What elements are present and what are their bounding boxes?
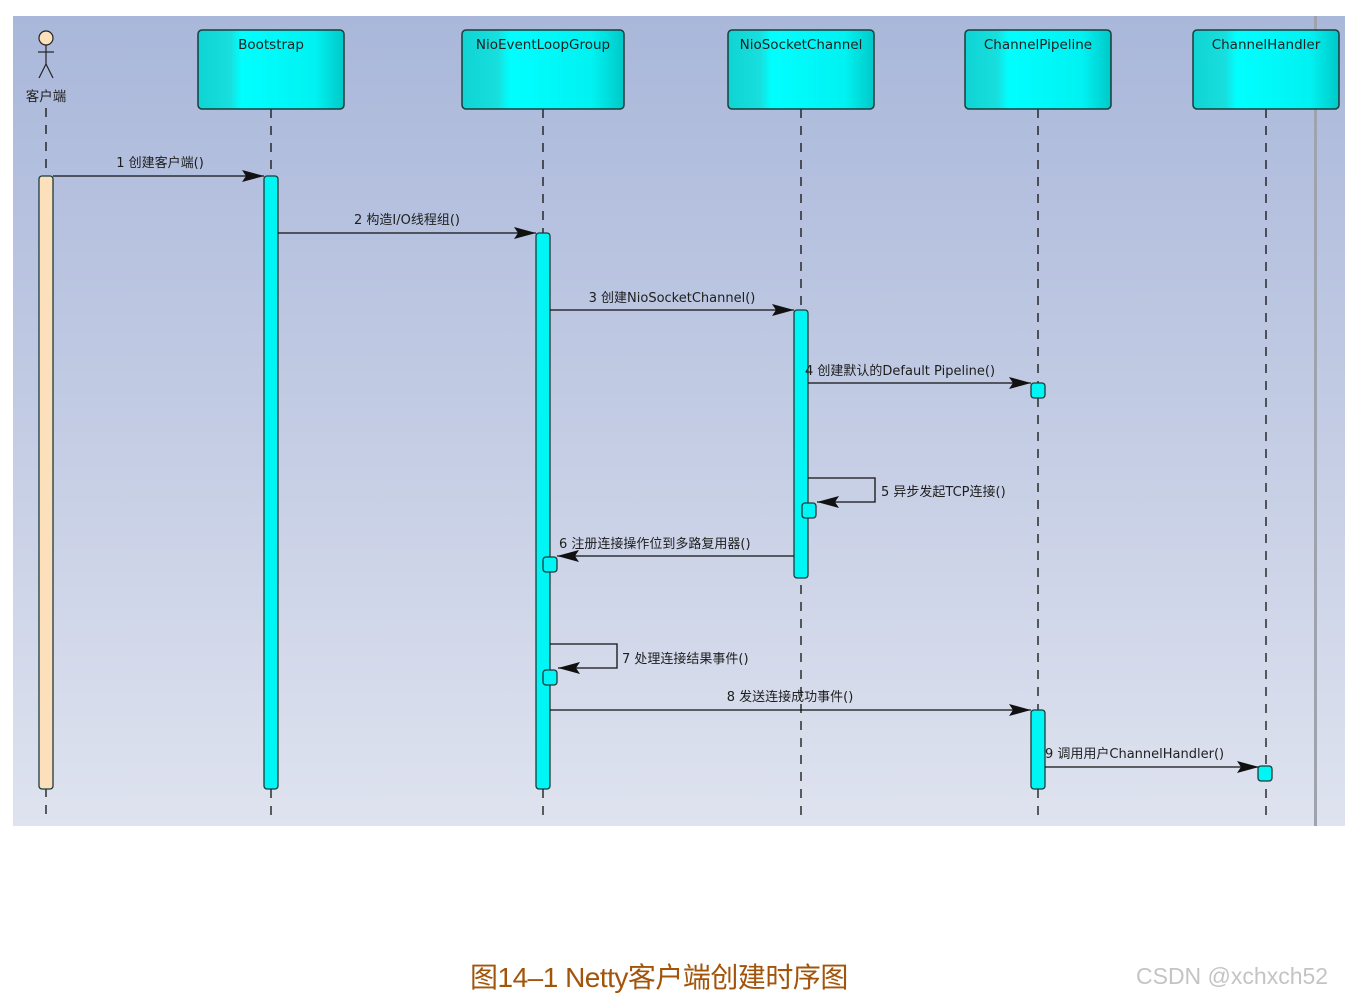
lifeline-box-socketchannel: NioSocketChannel bbox=[727, 29, 875, 110]
actor-label: 客户端 bbox=[26, 88, 67, 105]
message-2: 2 构造I/O线程组() bbox=[278, 213, 536, 239]
message-label-9: 9 调用用户ChannelHandler() bbox=[1045, 746, 1224, 762]
lifeline-box-label: NioEventLoopGroup bbox=[476, 37, 610, 53]
actor-leg-left bbox=[38, 63, 47, 79]
message-label-2: 2 构造I/O线程组() bbox=[354, 213, 460, 228]
activation-handler bbox=[1257, 765, 1273, 782]
message-6: 6 注册连接操作位到多路复用器() bbox=[557, 536, 794, 562]
arrowhead-icon bbox=[558, 662, 580, 674]
activation-client bbox=[38, 175, 54, 790]
activation-pipeline-default bbox=[1030, 382, 1046, 399]
message-7: 7 处理连接结果事件() bbox=[550, 643, 749, 674]
arrowhead-icon bbox=[1009, 704, 1031, 716]
arrowhead-icon bbox=[772, 304, 794, 316]
lifeline-box-handler: ChannelHandler bbox=[1192, 29, 1340, 110]
message-3: 3 创建NioSocketChannel() bbox=[550, 291, 794, 316]
message-label-5: 5 异步发起TCP连接() bbox=[881, 484, 1006, 500]
lifeline-box-eventloop: NioEventLoopGroup bbox=[461, 29, 625, 110]
lifeline-box-rect bbox=[461, 29, 625, 110]
message-label-7: 7 处理连接结果事件() bbox=[622, 651, 749, 667]
activation-eventloop bbox=[535, 232, 551, 790]
message-7-activation bbox=[542, 669, 558, 686]
arrowhead-icon bbox=[817, 496, 839, 508]
activation-socketchannel bbox=[793, 309, 809, 579]
lifeline-box-label: NioSocketChannel bbox=[740, 37, 863, 53]
self-message-line bbox=[808, 477, 876, 503]
lifeline-box-rect bbox=[727, 29, 875, 110]
arrowhead-icon bbox=[557, 550, 579, 562]
figure-caption: 图14–1 Netty客户端创建时序图 bbox=[470, 962, 848, 993]
message-5: 5 异步发起TCP连接() bbox=[808, 477, 1006, 508]
lifeline-box-label: ChannelHandler bbox=[1212, 37, 1321, 53]
message-label-3: 3 创建NioSocketChannel() bbox=[589, 291, 756, 306]
arrowhead-icon bbox=[514, 227, 536, 239]
actor-client: 客户端 bbox=[26, 30, 67, 105]
message-label-8: 8 发送连接成功事件() bbox=[727, 689, 854, 705]
watermark: CSDN @xchxch52 bbox=[1136, 963, 1329, 989]
message-label-1: 1 创建客户端() bbox=[116, 155, 204, 171]
activation-pipeline bbox=[1030, 709, 1046, 790]
arrowhead-icon bbox=[1009, 377, 1031, 389]
arrowhead-icon bbox=[1237, 761, 1259, 773]
arrowhead-icon bbox=[242, 170, 264, 182]
message-8: 8 发送连接成功事件() bbox=[550, 689, 1031, 716]
activation-eventloop-register bbox=[542, 556, 558, 573]
self-message-line bbox=[550, 643, 618, 669]
actor-leg-right bbox=[45, 63, 54, 79]
sequence-diagram: 客户端 Bootstrap NioEventLoopGroup NioSocketCh… bbox=[26, 29, 1340, 815]
activation-bootstrap bbox=[263, 175, 279, 790]
message-label-4: 4 创建默认的Default Pipeline() bbox=[805, 363, 995, 379]
lifeline-box-rect bbox=[1192, 29, 1340, 110]
canvas-right-border bbox=[1314, 16, 1317, 826]
lifeline-box-label: ChannelPipeline bbox=[984, 37, 1092, 53]
message-1: 1 创建客户端() bbox=[53, 155, 264, 182]
lifeline-box-label: Bootstrap bbox=[238, 37, 304, 53]
lifeline-box-bootstrap: Bootstrap bbox=[197, 29, 345, 110]
actor-head-icon bbox=[38, 30, 54, 46]
message-label-6: 6 注册连接操作位到多路复用器() bbox=[559, 536, 751, 552]
lifeline-box-rect bbox=[197, 29, 345, 110]
message-5-activation bbox=[801, 502, 817, 519]
message-9: 9 调用用户ChannelHandler() bbox=[1045, 746, 1259, 773]
lifeline-box-pipeline: ChannelPipeline bbox=[964, 29, 1112, 110]
diagram-canvas bbox=[13, 16, 1345, 826]
message-4: 4 创建默认的Default Pipeline() bbox=[805, 363, 1031, 389]
lifeline-box-rect bbox=[964, 29, 1112, 110]
